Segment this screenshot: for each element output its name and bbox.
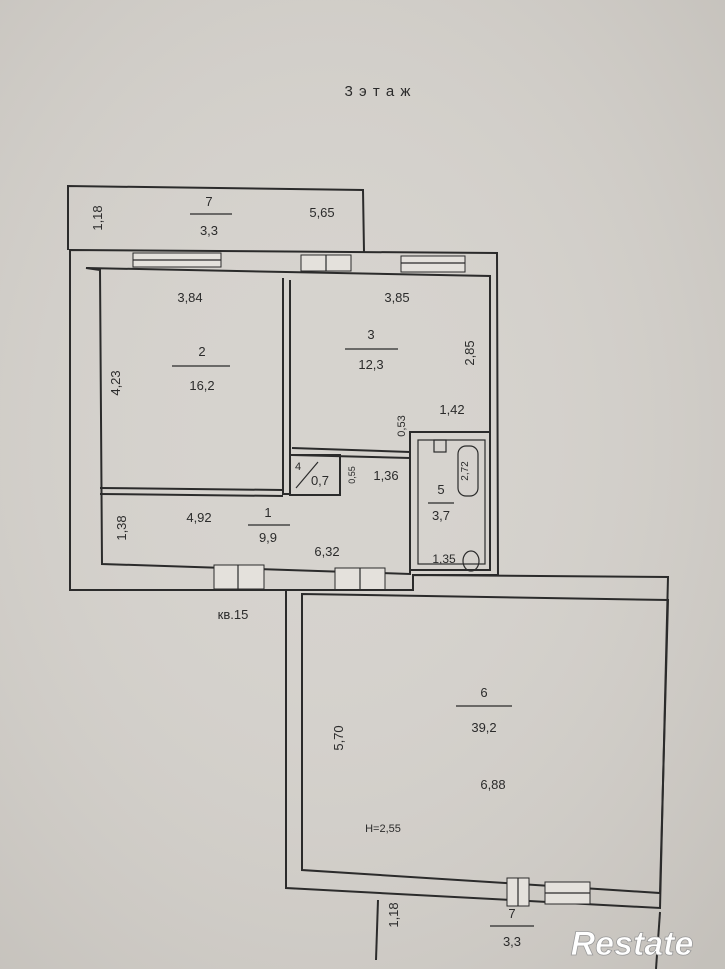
room-3-number: 3 [367,327,374,342]
room-3-area: 12,3 [358,357,383,372]
room-1-area: 9,9 [259,530,277,545]
room-5-area: 3,7 [432,508,450,523]
room-4-number: 4 [295,461,301,473]
room-5: 5 3,7 2,72 1,35 [428,461,471,566]
dim-corridor-offset: 0,53 [396,415,408,436]
dim-bath-width: 1,35 [432,552,456,566]
watermark-text: Restate [571,925,694,963]
room-7-bottom-area: 3,3 [503,934,521,949]
entrance-door [213,564,265,590]
room-6-area: 39,2 [471,720,496,735]
dim-balcony-bottom-depth: 1,18 [386,902,401,927]
dim-hall-length: 6,32 [314,544,339,559]
room-4: 4 0,7 0,55 1,36 [295,461,399,488]
room-7-top-number: 7 [205,194,212,209]
window-room3 [400,255,466,273]
room-3: 3,85 3 12,3 2,85 0,53 1,42 [345,290,477,437]
room-2-area: 16,2 [189,378,214,393]
room-1: 1,38 4,92 1 9,9 6,32 кв.15 [114,505,340,622]
dim-bath-width-top: 1,42 [439,402,464,417]
room-4-area: 0,7 [311,473,329,488]
dim-room3-depth: 2,85 [462,340,477,365]
sink-icon [433,439,447,453]
dim-closet-depth: 0,55 [347,466,357,484]
dim-corridor-short: 1,36 [373,468,398,483]
balcony-bottom: 1,18 7 3,3 [375,899,661,969]
dim-room2-width: 3,84 [177,290,202,305]
ceiling-height: H=2,55 [365,823,401,835]
room-1-number: 1 [264,505,271,520]
room-6: 6 39,2 6,88 5,70 H=2,55 [285,573,670,910]
closet-room4 [289,454,341,496]
room-7-top-area: 3,3 [200,223,218,238]
room-7-bottom-number: 7 [508,906,515,921]
floor-title: 3 э т а ж [345,83,412,100]
dim-hall-depth: 1,38 [114,515,129,540]
bathroom-room5 [409,431,491,571]
dim-room2-depth: 4,23 [108,370,123,395]
room-5-number: 5 [437,482,444,497]
room-2-number: 2 [198,344,205,359]
dim-room3-width: 3,85 [384,290,409,305]
dim-hall-width: 4,92 [186,510,211,525]
dim-room6-depth: 5,70 [331,725,346,750]
apartment-label: кв.15 [218,607,249,622]
apartment-walls [69,248,500,591]
dim-balcony-top-depth: 1,18 [90,205,105,230]
dim-bath-depth: 2,72 [460,461,471,481]
balcony-top: 1,18 7 3,3 5,65 [67,184,365,253]
dim-balcony-top-length: 5,65 [309,205,334,220]
toilet-icon [462,550,480,572]
restate-logo: Restate [570,925,694,964]
dim-room6-width: 6,88 [480,777,505,792]
bathtub-icon [457,445,479,497]
room-2: 3,84 4,23 2 16,2 [108,290,230,396]
partitions [99,278,491,572]
room-6-number: 6 [480,685,487,700]
